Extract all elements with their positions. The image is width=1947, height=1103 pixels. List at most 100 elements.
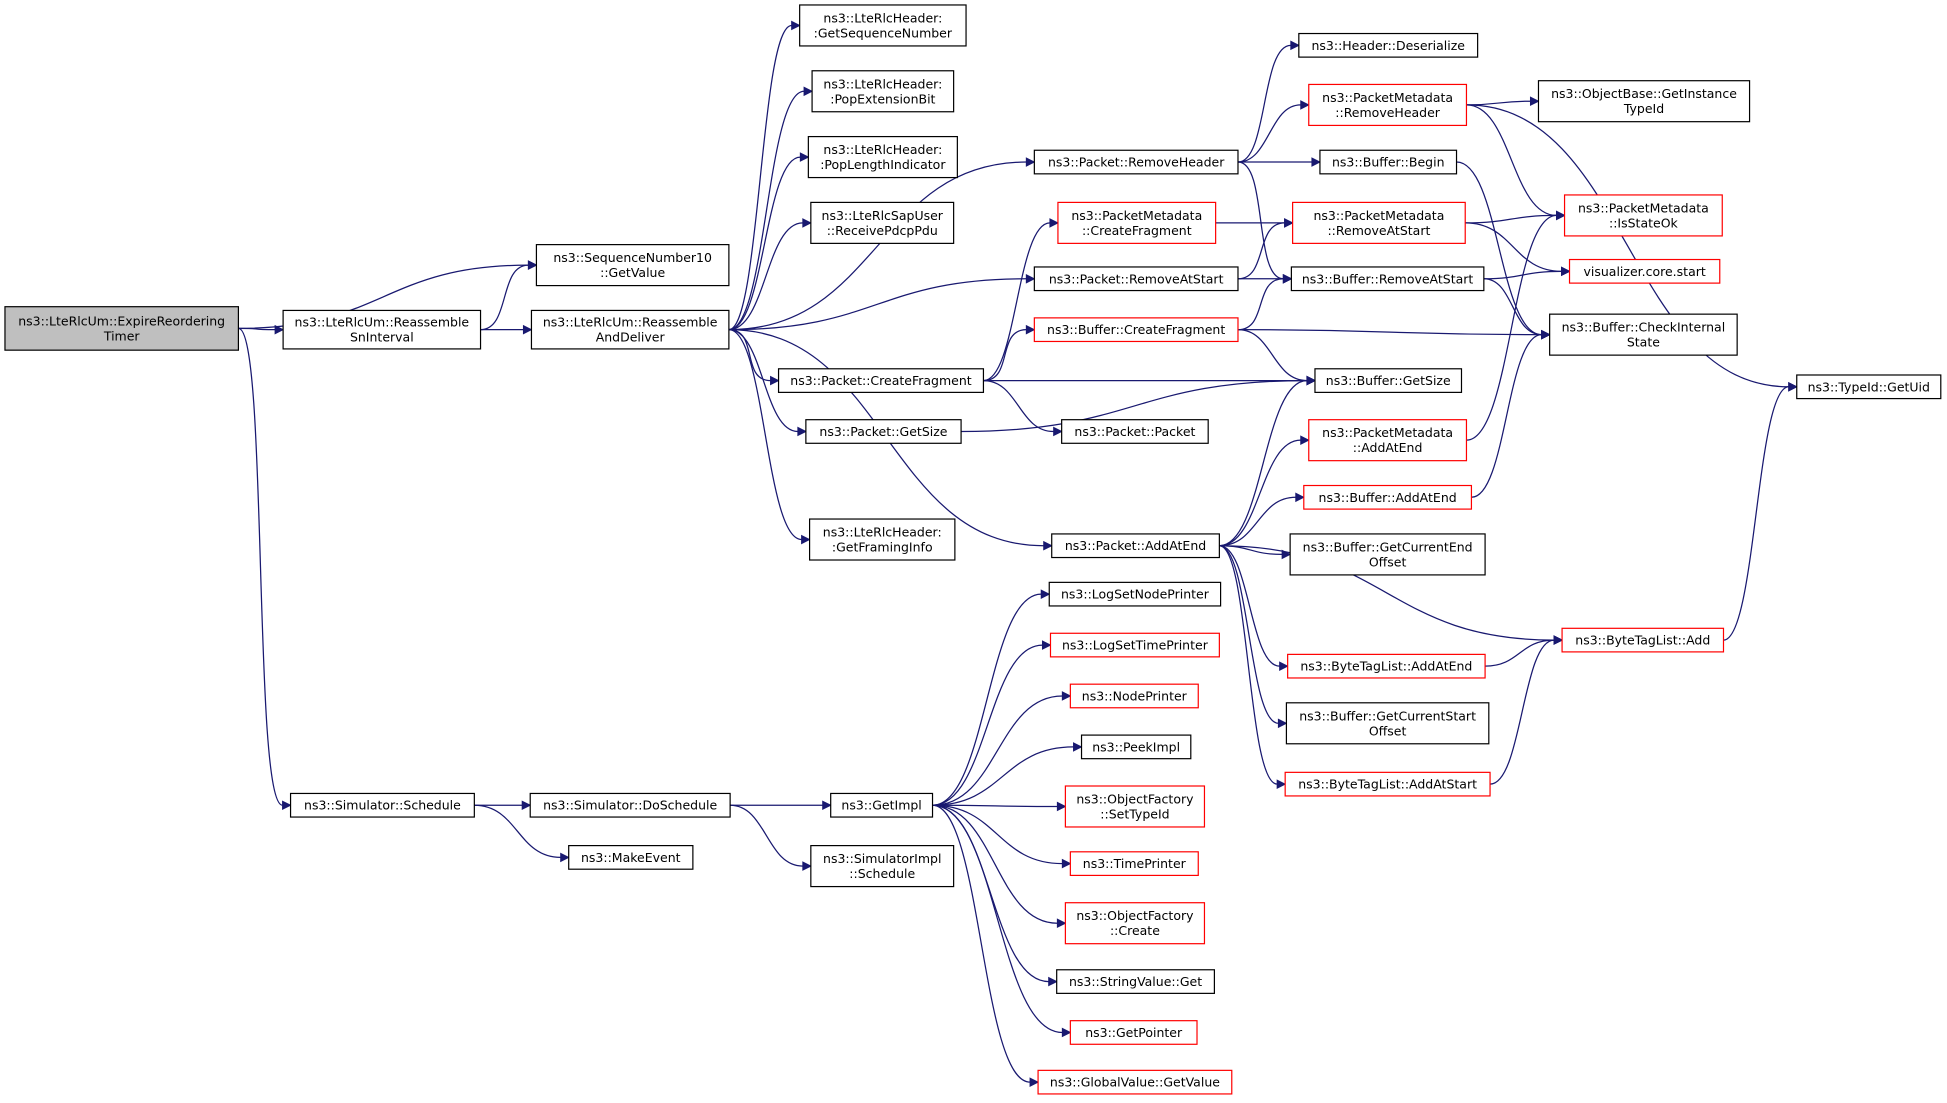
graph-node-pktPacket[interactable]: ns3::Packet::Packet bbox=[1061, 419, 1209, 444]
node-label: ns3::ByteTagList::AddAtStart bbox=[1298, 777, 1477, 792]
node-label: ns3::PacketMetadata bbox=[1313, 208, 1444, 223]
edge-arrowhead bbox=[1025, 324, 1036, 335]
node-box bbox=[1051, 533, 1220, 559]
graph-node-bufBegin[interactable]: ns3::Buffer::Begin bbox=[1319, 149, 1458, 175]
node-box bbox=[1285, 702, 1490, 745]
edge-arrowhead bbox=[1282, 273, 1293, 284]
edge-arrowhead bbox=[1277, 718, 1288, 729]
graph-node-simDoSched[interactable]: ns3::Simulator::DoSchedule bbox=[529, 792, 731, 818]
node-box bbox=[1563, 194, 1723, 237]
node-box bbox=[1303, 484, 1473, 510]
graph-node-btlAddEnd[interactable]: ns3::ByteTagList::AddAtEnd bbox=[1287, 653, 1486, 679]
node-label: ns3::ByteTagList::AddAtEnd bbox=[1300, 659, 1472, 674]
graph-node-pmAddEnd[interactable]: ns3::PacketMetadata::AddAtEnd bbox=[1308, 419, 1468, 462]
node-label: ns3::Packet::CreateFragment bbox=[790, 373, 971, 388]
graph-node-pmCreateFrag[interactable]: ns3::PacketMetadata::CreateFragment bbox=[1057, 201, 1217, 244]
node-box bbox=[1069, 683, 1199, 709]
graph-node-bufCreateFrag[interactable]: ns3::Buffer::CreateFragment bbox=[1033, 317, 1239, 343]
node-label: ns3::Packet::RemoveHeader bbox=[1048, 155, 1225, 170]
graph-node-nodePrinter[interactable]: ns3::NodePrinter bbox=[1069, 683, 1199, 709]
graph-node-pmRemHdr[interactable]: ns3::PacketMetadata::RemoveHeader bbox=[1308, 83, 1468, 127]
graph-node-pktAddEnd[interactable]: ns3::Packet::AddAtEnd bbox=[1051, 533, 1220, 559]
graph-node-makeEvent[interactable]: ns3::MakeEvent bbox=[568, 845, 694, 870]
node-box bbox=[530, 309, 730, 350]
graph-node-seqGet[interactable]: ns3::SequenceNumber10::GetValue bbox=[535, 244, 730, 287]
graph-node-pktRemAt[interactable]: ns3::Packet::RemoveAtStart bbox=[1033, 266, 1239, 292]
edge-simSched-to-makeEvent bbox=[474, 804, 561, 859]
graph-node-hdrExt[interactable]: ns3::LteRlcHeader::PopExtensionBit bbox=[811, 70, 955, 113]
graph-node-gvGetValue[interactable]: ns3::GlobalValue::GetValue bbox=[1037, 1069, 1233, 1095]
graph-node-pktCreateFrag[interactable]: ns3::Packet::CreateFragment bbox=[777, 368, 985, 393]
node-box bbox=[568, 845, 694, 870]
graph-node-logTime[interactable]: ns3::LogSetTimePrinter bbox=[1049, 632, 1220, 658]
graph-node-peekImpl[interactable]: ns3::PeekImpl bbox=[1080, 734, 1192, 760]
edge-arrowhead bbox=[1311, 157, 1322, 167]
graph-node-hdrFrame[interactable]: ns3::LteRlcHeader::GetFramingInfo bbox=[808, 518, 956, 561]
graph-node-pktGetSize[interactable]: ns3::Packet::GetSize bbox=[805, 419, 962, 444]
edge-getImpl-to-ofSetType bbox=[932, 804, 1058, 808]
node-label: :GetSequenceNumber bbox=[814, 25, 953, 40]
graph-node-logNode[interactable]: ns3::LogSetNodePrinter bbox=[1048, 581, 1222, 607]
graph-node-bufAddEnd[interactable]: ns3::Buffer::AddAtEnd bbox=[1303, 484, 1473, 510]
edge-reasmDel-to-pktRemHdr bbox=[728, 161, 1027, 331]
graph-node-bufGetSize[interactable]: ns3::Buffer::GetSize bbox=[1314, 368, 1463, 393]
edge-reasmDel-to-sapRecv bbox=[728, 222, 803, 331]
graph-node-sapRecv[interactable]: ns3::LteRlcSapUser::ReceivePdcpPdu bbox=[810, 201, 955, 244]
node-label: ns3::PacketMetadata bbox=[1578, 200, 1709, 215]
edge-reasmDel-to-pktRemAt bbox=[728, 278, 1027, 331]
graph-node-ofSetType[interactable]: ns3::ObjectFactory::SetTypeId bbox=[1064, 785, 1206, 828]
node-label: AndDeliver bbox=[596, 330, 666, 345]
edge-arrowhead bbox=[1300, 100, 1310, 110]
graph-node-simImplSched[interactable]: ns3::SimulatorImpl::Schedule bbox=[810, 845, 955, 888]
edge-getImpl-to-strGet bbox=[932, 804, 1049, 983]
edge-arrowhead bbox=[1300, 435, 1310, 445]
edge-reasmSn-to-seqGet bbox=[480, 264, 529, 331]
graph-node-typeUid[interactable]: ns3::TypeId::GetUid bbox=[1796, 374, 1942, 400]
graph-node-vizStart[interactable]: visualizer.core.start bbox=[1568, 258, 1721, 284]
graph-node-getImpl[interactable]: ns3::GetImpl bbox=[830, 792, 934, 818]
node-box bbox=[1308, 419, 1468, 462]
edge-bufAddEnd-to-bufCheck bbox=[1471, 334, 1542, 498]
graph-node-hdrLen[interactable]: ns3::LteRlcHeader::PopLengthIndicator bbox=[807, 135, 958, 179]
graph-node-bufRemAt[interactable]: ns3::Buffer::RemoveAtStart bbox=[1290, 266, 1485, 292]
node-label: ns3::PacketMetadata bbox=[1322, 425, 1453, 440]
node-label: ns3::LteRlcHeader: bbox=[823, 525, 942, 540]
graph-node-getPointer[interactable]: ns3::GetPointer bbox=[1069, 1020, 1198, 1045]
node-box bbox=[807, 135, 958, 179]
node-label: ns3::LteRlcHeader: bbox=[823, 76, 942, 91]
node-box bbox=[811, 70, 955, 113]
node-box bbox=[1033, 266, 1239, 292]
edge-reasmDel-to-hdrSeq bbox=[728, 24, 792, 331]
graph-node-ofCreate[interactable]: ns3::ObjectFactory::Create bbox=[1064, 902, 1206, 945]
node-box bbox=[1056, 969, 1215, 994]
node-label: visualizer.core.start bbox=[1583, 264, 1705, 279]
node-box bbox=[830, 792, 934, 818]
node-label: ::CreateFragment bbox=[1082, 223, 1192, 238]
node-label: ns3::Buffer::GetCurrentStart bbox=[1299, 708, 1476, 723]
edge-reasmDel-to-hdrExt bbox=[728, 90, 805, 331]
graph-node-strGet[interactable]: ns3::StringValue::Get bbox=[1056, 969, 1215, 994]
graph-node-pktRemHdr[interactable]: ns3::Packet::RemoveHeader bbox=[1033, 149, 1239, 175]
graph-node-btlAdd[interactable]: ns3::ByteTagList::Add bbox=[1561, 627, 1725, 653]
node-box bbox=[1033, 317, 1239, 343]
edges-layer bbox=[238, 20, 1798, 1087]
graph-node-btlAddStart[interactable]: ns3::ByteTagList::AddAtStart bbox=[1284, 771, 1491, 797]
graph-node-pmIsState[interactable]: ns3::PacketMetadata::IsStateOk bbox=[1563, 194, 1723, 237]
node-box bbox=[1308, 83, 1468, 127]
node-label: ns3::LteRlcUm::Reassemble bbox=[295, 315, 470, 330]
edge-getImpl-to-logNode bbox=[932, 593, 1042, 806]
graph-node-hdrDeser[interactable]: ns3::Header::Deserialize bbox=[1298, 32, 1479, 58]
graph-node-simSched[interactable]: ns3::Simulator::Schedule bbox=[289, 792, 475, 818]
graph-node-pmRemAt[interactable]: ns3::PacketMetadata::RemoveAtStart bbox=[1292, 201, 1466, 244]
graph-node-timePrinter[interactable]: ns3::TimePrinter bbox=[1069, 851, 1199, 877]
edge-btlAdd-to-typeUid bbox=[1723, 386, 1789, 641]
graph-node-hdrSeq[interactable]: ns3::LteRlcHeader::GetSequenceNumber bbox=[799, 4, 967, 47]
node-label: ns3::GetPointer bbox=[1085, 1025, 1183, 1040]
